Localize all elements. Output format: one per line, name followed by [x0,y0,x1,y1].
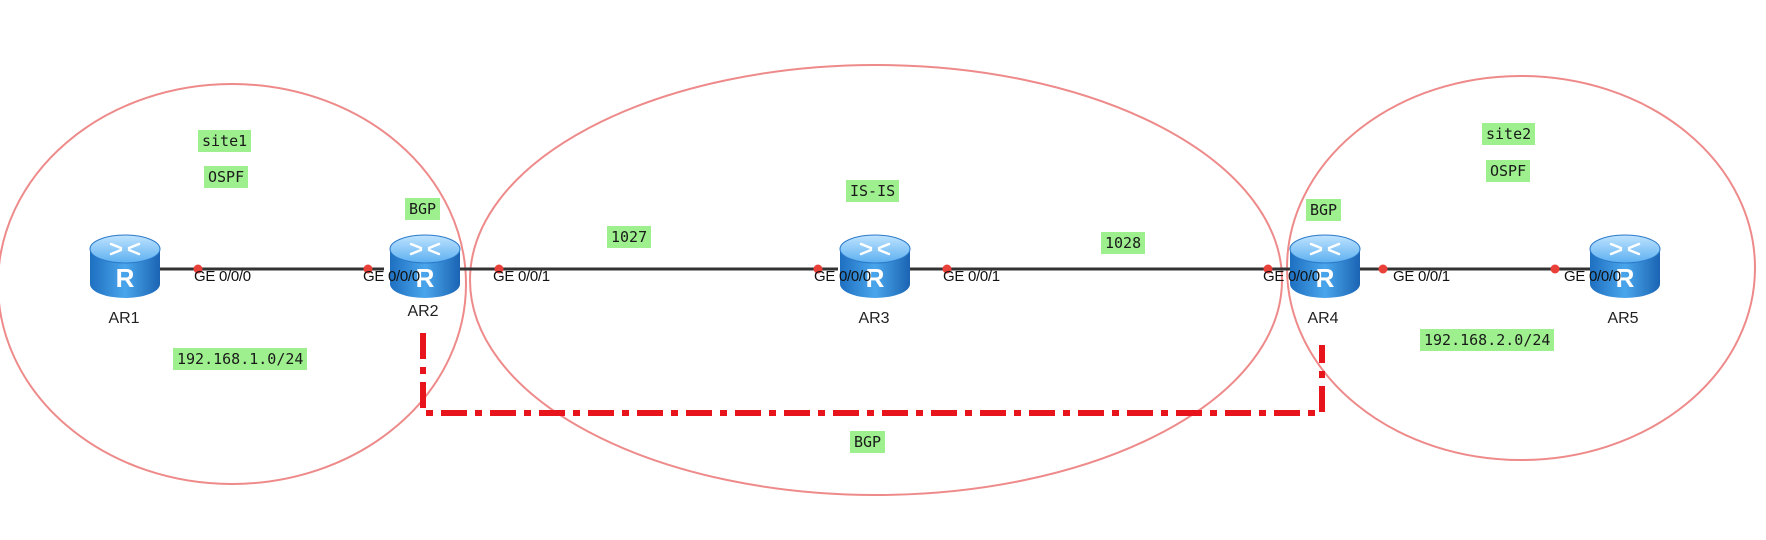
ar2-bgp-tag: BGP [405,198,441,220]
router-ar1-label: AR1 [108,310,140,327]
router-ar3-label: AR3 [858,310,890,327]
svg-text:R: R [1316,263,1335,293]
port-dot-ar5-ge000 [1550,264,1560,274]
router-ar4-label: AR4 [1307,310,1339,327]
router-ar1-icon[interactable]: R [88,232,162,302]
router-ar3-icon[interactable]: R [838,232,912,302]
port-label-ar1-ge000: GE 0/0/0 [194,268,251,285]
port-label-ar3-ge000: GE 0/0/0 [814,268,871,285]
site1-area-boundary [0,83,467,485]
bgp-session-line [420,333,1325,416]
port-label-ar4-ge000: GE 0/0/0 [1263,268,1320,285]
link-ar3-ar4-id-tag: 1028 [1101,232,1146,254]
site1-network-tag: 192.168.1.0/24 [173,348,308,370]
port-dot-ar3-ge001 [942,264,952,274]
port-dot-ar2-ge000 [363,264,373,274]
bgp-peering-tag: BGP [850,431,886,453]
port-dot-ar3-ge000 [813,264,823,274]
svg-text:R: R [116,263,135,293]
router-ar5-label: AR5 [1607,310,1639,327]
svg-text:R: R [416,263,435,293]
site2-protocol-tag: OSPF [1486,160,1531,182]
router-ar5-icon[interactable]: R [1588,232,1662,302]
svg-text:R: R [866,263,885,293]
port-dot-ar4-ge001 [1378,264,1388,274]
site1-protocol-tag: OSPF [204,166,249,188]
port-label-ar2-ge000: GE 0/0/0 [363,268,420,285]
site1-name-tag: site1 [198,130,252,152]
port-label-ar4-ge001: GE 0/0/1 [1393,268,1450,285]
link-ar2-ar3-id-tag: 1027 [607,226,652,248]
core-area-boundary [469,64,1283,496]
router-ar2-icon[interactable]: R [388,232,462,302]
ar4-bgp-tag: BGP [1306,199,1342,221]
port-label-ar2-ge001: GE 0/0/1 [493,268,550,285]
port-dot-ar4-ge000 [1263,264,1273,274]
port-dot-ar1-ge000 [193,264,203,274]
svg-text:R: R [1616,263,1635,293]
port-dot-ar2-ge001 [494,264,504,274]
core-protocol-tag: IS-IS [846,180,900,202]
port-label-ar3-ge001: GE 0/0/1 [943,268,1000,285]
router-ar4-icon[interactable]: R [1288,232,1362,302]
port-label-ar5-ge000: GE 0/0/0 [1564,268,1621,285]
router-ar2-label: AR2 [407,303,439,320]
site2-name-tag: site2 [1482,123,1536,145]
site2-network-tag: 192.168.2.0/24 [1420,329,1555,351]
